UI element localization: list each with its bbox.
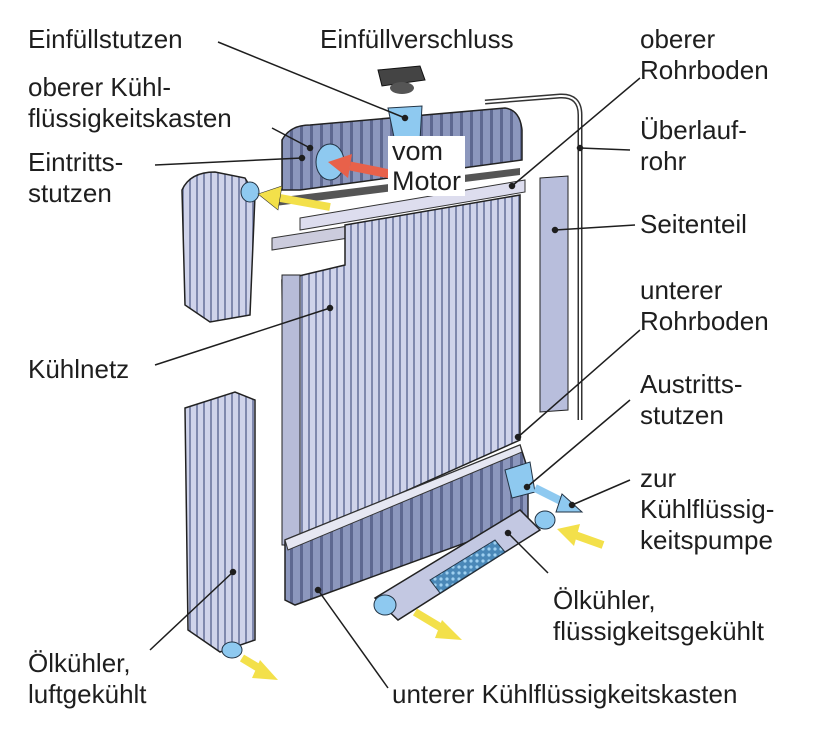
label-line: Eintritts- (28, 147, 124, 177)
label-line: Motor (392, 166, 462, 196)
label-line: keitspumpe (640, 525, 773, 555)
label-line: Ölkühler, (553, 585, 656, 615)
label-oberer-kasten: oberer Kühl-flüssigkeitskasten (28, 72, 232, 134)
filler-cap (377, 65, 426, 94)
air-oil-cooler (184, 391, 256, 653)
label-line: vom (392, 136, 444, 166)
label-seitenteil: Seitenteil (640, 209, 747, 239)
label-oelkuehler-fluessig: Ölkühler,flüssigkeitsgekühlt (553, 585, 764, 647)
label-line: stutzen (640, 400, 724, 430)
label-ueberlaufrohr: Überlauf-rohr (640, 115, 747, 177)
label-line: luftgekühlt (28, 679, 147, 709)
oil-in-arrow (557, 524, 605, 549)
hot-inlet-arrow (328, 154, 391, 179)
label-oelkuehler-luft: Ölkühler,luftgekühlt (28, 648, 147, 710)
leader-lines (149, 41, 641, 689)
inlet-arrow-yellow (257, 185, 331, 211)
label-line: unterer (640, 275, 723, 305)
label-line: flüssigkeitsgekühlt (553, 616, 764, 646)
label-kuehlnetz: Kühlnetz (28, 354, 130, 384)
label-line: stutzen (28, 178, 112, 208)
label-line: Überlauf- (640, 115, 747, 145)
label-austrittsstutzen: Austritts-stutzen (640, 369, 743, 431)
label-line: Kühlflüssig- (640, 494, 775, 524)
label-line: flüssigkeitskasten (28, 103, 232, 133)
label-unterer-kasten: unterer Kühlflüssigkeitskasten (392, 679, 738, 709)
label-line: oberer Kühl- (28, 72, 172, 102)
label-einfuellverschluss: Einfüllverschluss (320, 24, 514, 54)
label-einfuellstutzen: Einfüllstutzen (28, 24, 183, 54)
label-line: Austritts- (640, 369, 743, 399)
inlet-section (181, 171, 256, 323)
air-oil-out-arrow (239, 654, 278, 680)
outlet-arrow-blue (533, 484, 584, 513)
label-line: zur (640, 463, 677, 493)
label-line: oberer (640, 24, 716, 54)
label-line: Rohrboden (640, 306, 769, 336)
label-eintrittsstutzen: Eintritts-stutzen (28, 147, 123, 209)
side-panel (539, 175, 569, 413)
label-line: rohr (640, 146, 687, 176)
oil-out-arrow (412, 608, 462, 640)
label-line: Ölkühler, (28, 648, 131, 678)
label-line: Rohrboden (640, 55, 769, 85)
